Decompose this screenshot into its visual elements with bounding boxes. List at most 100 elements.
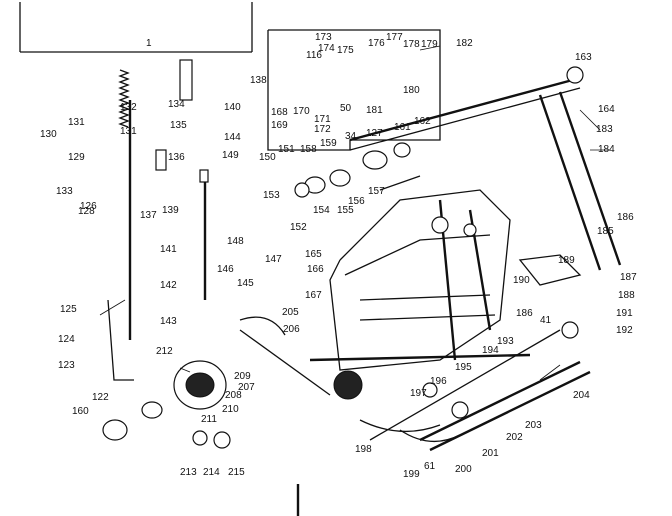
part-label: 210 xyxy=(222,404,239,415)
part-label: 50 xyxy=(340,103,352,114)
part-label: 155 xyxy=(337,205,354,216)
part-label: 61 xyxy=(424,461,436,472)
hook-assembly xyxy=(102,360,231,449)
part-label: 190 xyxy=(513,275,530,286)
part-label: 130 xyxy=(40,129,57,140)
part-label: 188 xyxy=(618,290,635,301)
part-label: 157 xyxy=(368,186,385,197)
part-label: 143 xyxy=(160,316,177,327)
part-label: 176 xyxy=(368,38,385,49)
part-label: 149 xyxy=(222,150,239,161)
part-label: 148 xyxy=(227,236,244,247)
leader-lines xyxy=(99,45,610,381)
part-label: 197 xyxy=(410,388,427,399)
part-label: 116 xyxy=(306,50,322,61)
part-label: 174 xyxy=(318,43,335,54)
part-label: 164 xyxy=(598,104,615,115)
part-label: 34 xyxy=(345,131,357,142)
part-label: 202 xyxy=(506,432,523,443)
part-label: 156 xyxy=(348,196,365,207)
part-label: 152 xyxy=(290,222,307,233)
part-label: 186 xyxy=(617,212,634,223)
part-label: 173 xyxy=(315,32,332,43)
machine-frame xyxy=(329,189,511,400)
part-label: 199 xyxy=(403,469,420,480)
part-label: 177 xyxy=(386,32,403,43)
part-label: 147 xyxy=(265,254,282,265)
part-label: 144 xyxy=(224,132,241,143)
part-label: 167 xyxy=(305,290,322,301)
part-labels: 182 173 174 175 176 177 178 179 180 116 … xyxy=(40,32,637,480)
part-label: 129 xyxy=(68,152,85,163)
part-label: 139 xyxy=(162,205,179,216)
part-label: 181 xyxy=(366,105,383,116)
part-label: 212 xyxy=(156,346,173,357)
part-label: 124 xyxy=(58,334,75,345)
part-label: 175 xyxy=(337,45,354,56)
part-label: 193 xyxy=(497,336,514,347)
part-label: 214 xyxy=(203,467,220,478)
part-label: 159 xyxy=(320,138,337,149)
part-label: 169 xyxy=(271,120,288,131)
part-label: 160 xyxy=(72,406,89,417)
part-label: 207 xyxy=(238,382,255,393)
part-label: 201 xyxy=(482,448,499,459)
part-label: 192 xyxy=(616,325,633,336)
part-label: 127 xyxy=(366,128,383,139)
frame-corner: 1 xyxy=(19,2,253,53)
part-label: 183 xyxy=(596,124,613,135)
part-label: 208 xyxy=(225,390,242,401)
part-label: 200 xyxy=(455,464,472,475)
part-label: 131 xyxy=(68,117,85,128)
part-label: 206 xyxy=(283,324,300,335)
part-label: 185 xyxy=(597,226,614,237)
part-label: 163 xyxy=(575,52,592,63)
part-label: 133 xyxy=(56,186,73,197)
part-label: 205 xyxy=(282,307,299,318)
part-label: 172 xyxy=(314,124,331,135)
part-label: 162 xyxy=(414,116,431,127)
part-label: 153 xyxy=(263,190,280,201)
part-label: 166 xyxy=(307,264,324,275)
part-label: 142 xyxy=(160,280,177,291)
part-label: 182 xyxy=(456,38,473,49)
part-label: 138 xyxy=(250,75,267,86)
part-label: 204 xyxy=(573,390,590,401)
part-label: 187 xyxy=(620,272,637,283)
part-label: 150 xyxy=(259,152,276,163)
part-label: 125 xyxy=(60,304,77,315)
part-label: 123 xyxy=(58,360,75,371)
part-label: 136 xyxy=(168,152,185,163)
small-parts xyxy=(107,59,584,443)
part-label: 203 xyxy=(525,420,542,431)
part-label: 179 xyxy=(421,39,438,50)
part-label: 191 xyxy=(616,308,633,319)
part-label: 128 xyxy=(78,206,95,217)
part-label: 122 xyxy=(92,392,109,403)
part-label: 215 xyxy=(228,467,245,478)
part-label: 165 xyxy=(305,249,322,260)
part-label: 154 xyxy=(313,205,330,216)
part-label: 146 xyxy=(217,264,234,275)
part-label: 145 xyxy=(237,278,254,289)
part-label: 140 xyxy=(224,102,241,113)
part-label: 168 xyxy=(271,107,288,118)
part-label: 213 xyxy=(180,467,197,478)
part-label: 137 xyxy=(140,210,157,221)
part-label: 131 xyxy=(120,126,137,137)
part-label: 126 xyxy=(80,201,97,212)
part-label: 141 xyxy=(160,244,177,255)
part-label: 134 xyxy=(168,99,185,110)
spring xyxy=(118,69,130,128)
part-label: 180 xyxy=(403,85,420,96)
part-label: 198 xyxy=(355,444,372,455)
part-label: 194 xyxy=(482,345,499,356)
part-label: 41 xyxy=(540,315,552,326)
part-label: 209 xyxy=(234,371,251,382)
header-mark: 1 xyxy=(146,38,152,49)
part-label: 170 xyxy=(293,106,310,117)
part-label: 195 xyxy=(455,362,472,373)
part-label: 189 xyxy=(558,255,575,266)
part-label: 186 xyxy=(516,308,533,319)
